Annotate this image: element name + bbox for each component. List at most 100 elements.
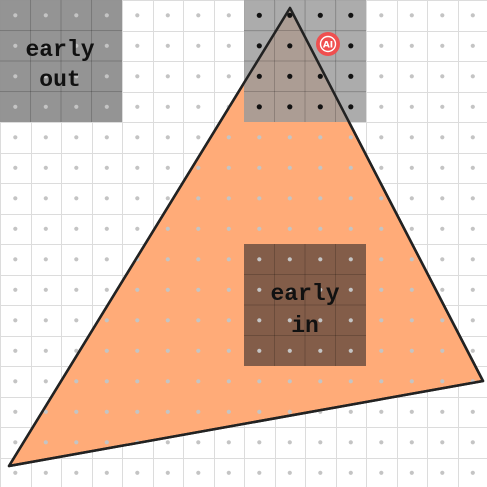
sample-dot	[409, 196, 414, 201]
sample-dot	[409, 348, 414, 353]
sample-dot	[470, 135, 475, 140]
sample-dot	[74, 165, 79, 170]
sample-dot	[348, 196, 353, 201]
sample-dot	[43, 348, 48, 353]
sample-dot	[440, 287, 445, 292]
sample-dot	[287, 43, 293, 49]
sample-dot	[135, 43, 140, 48]
sample-dot	[43, 287, 48, 292]
sample-dot	[196, 287, 201, 292]
sample-dot	[43, 318, 48, 323]
sample-dot	[440, 226, 445, 231]
sample-dot	[317, 12, 323, 18]
sample-dot	[379, 74, 384, 79]
sample-dot	[379, 135, 384, 140]
sample-dot	[226, 470, 231, 475]
sample-dot	[348, 165, 353, 170]
sample-dot	[43, 409, 48, 414]
sample-dot	[74, 318, 79, 323]
sample-dot	[13, 257, 18, 262]
sample-dot	[287, 73, 293, 79]
sample-dot	[104, 196, 109, 201]
sample-dot	[226, 318, 231, 323]
sample-dot	[165, 379, 170, 384]
sample-dot	[379, 257, 384, 262]
sample-dot	[287, 470, 292, 475]
sample-dot	[43, 13, 48, 18]
sample-dot	[470, 104, 475, 109]
early-in-label-line2: in	[291, 313, 319, 339]
sample-dot	[196, 409, 201, 414]
sample-dot	[409, 226, 414, 231]
sample-dot	[196, 135, 201, 140]
sample-dot	[135, 135, 140, 140]
sample-dot	[348, 318, 353, 323]
early-out-label-line2: out	[39, 67, 80, 93]
sample-dot	[165, 165, 170, 170]
sample-dot	[470, 74, 475, 79]
sample-dot	[13, 470, 18, 475]
sample-dot	[196, 226, 201, 231]
sample-dot	[104, 226, 109, 231]
sample-dot	[43, 226, 48, 231]
sample-dot	[74, 257, 79, 262]
sample-dot	[13, 318, 18, 323]
sample-dot	[409, 470, 414, 475]
sample-dot	[135, 470, 140, 475]
sample-dot	[287, 379, 292, 384]
sample-dot	[135, 104, 140, 109]
sample-dot	[104, 43, 109, 48]
sample-dot	[196, 440, 201, 445]
sample-dot	[165, 409, 170, 414]
sample-dot	[43, 74, 48, 79]
ai-badge[interactable]: AI	[316, 32, 340, 56]
sample-dot	[165, 13, 170, 18]
sample-dot	[440, 135, 445, 140]
sample-dot	[135, 196, 140, 201]
sample-dot	[440, 13, 445, 18]
sample-dot	[256, 12, 262, 18]
sample-dot	[43, 135, 48, 140]
sample-dot	[257, 318, 262, 323]
sample-dot	[440, 74, 445, 79]
sample-dot	[226, 379, 231, 384]
sample-dot	[104, 74, 109, 79]
sample-dot	[226, 257, 231, 262]
sample-dot	[287, 196, 292, 201]
sample-dot	[165, 287, 170, 292]
sample-dot	[287, 318, 292, 323]
sample-dot	[104, 348, 109, 353]
sample-dot	[440, 318, 445, 323]
sample-dot	[196, 348, 201, 353]
sample-dot	[318, 348, 323, 353]
sample-dot	[440, 257, 445, 262]
sample-dot	[287, 348, 292, 353]
sample-dot	[287, 226, 292, 231]
early-in-label-line1: early	[270, 281, 339, 307]
sample-dot	[470, 43, 475, 48]
sample-dot	[104, 287, 109, 292]
sample-dot	[317, 73, 323, 79]
sample-dot	[165, 43, 170, 48]
sample-dot	[196, 379, 201, 384]
sample-dot	[318, 135, 323, 140]
sample-dot	[43, 379, 48, 384]
sample-dot	[43, 43, 48, 48]
sample-dot	[135, 13, 140, 18]
sample-dot	[13, 196, 18, 201]
sample-dot	[196, 104, 201, 109]
sample-dot	[409, 440, 414, 445]
sample-dot	[287, 12, 293, 18]
sample-dot	[287, 104, 293, 110]
sample-dot	[440, 379, 445, 384]
sample-dot	[379, 13, 384, 18]
sample-dot	[256, 104, 262, 110]
sample-dot	[257, 409, 262, 414]
sample-dot	[135, 287, 140, 292]
sample-dot	[104, 409, 109, 414]
sample-dot	[74, 379, 79, 384]
sample-dot	[379, 196, 384, 201]
sample-dot	[287, 135, 292, 140]
sample-dot	[74, 470, 79, 475]
